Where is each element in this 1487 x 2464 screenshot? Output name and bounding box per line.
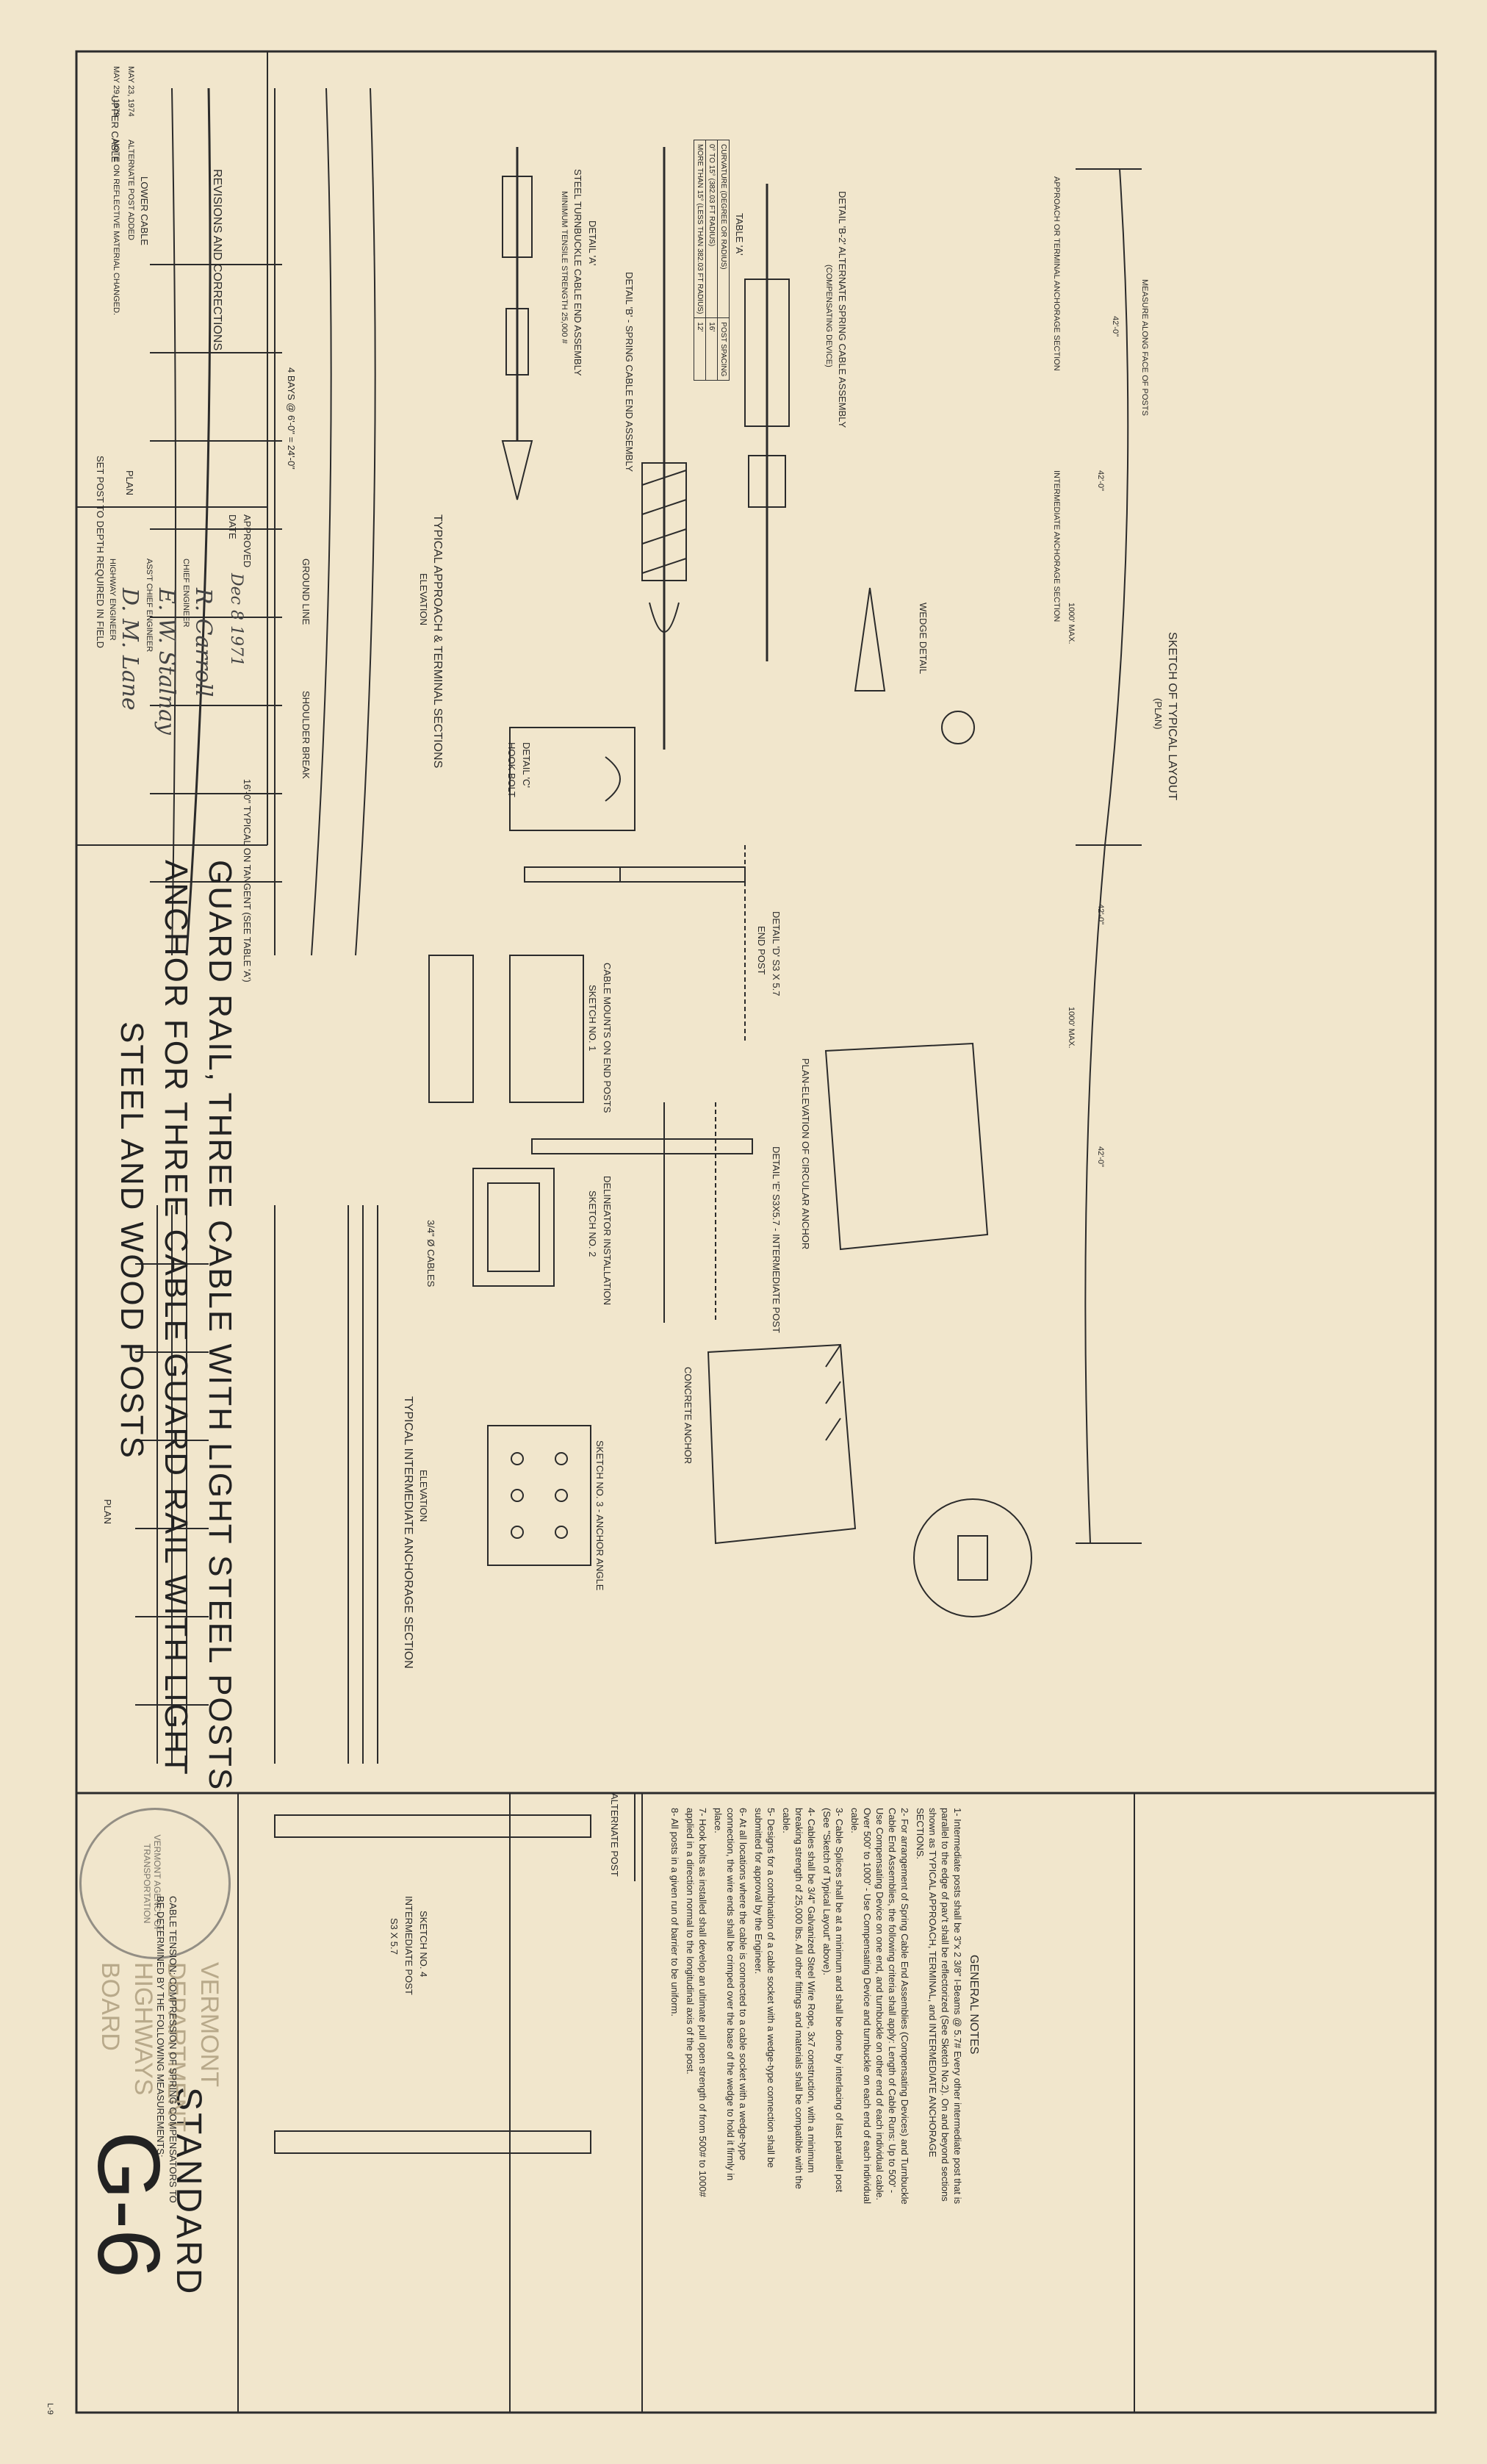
stamp-line-4: BOARD xyxy=(96,1962,124,2051)
note-item: 7- Hook bolts as installed shall develop… xyxy=(685,1808,708,2197)
table-cell: 12' xyxy=(694,317,706,381)
approach-elevation-label: ELEVATION xyxy=(418,573,429,626)
set-post-label: SET POST TO DEPTH REQUIRED IN FIELD xyxy=(95,456,106,648)
ground-line-label: GROUND LINE xyxy=(300,558,312,625)
role-1: CHIEF ENGINEER xyxy=(181,558,190,628)
general-notes: GENERAL NOTES 1- Intermediate posts shal… xyxy=(669,1808,980,2205)
sketch-2-subtitle: DELINEATOR INSTALLATION xyxy=(602,1176,613,1306)
detail-e-title: DETAIL 'E' S3X5.7 - INTERMEDIATE POST xyxy=(771,1146,782,1333)
sketch-2-title: SKETCH NO. 2 xyxy=(587,1190,598,1257)
intermediate-plan-label: PLAN xyxy=(102,1499,113,1524)
detail-c-title: DETAIL 'C' xyxy=(521,742,532,789)
circular-anchor-title: PLAN-ELEVATION OF CIRCULAR ANCHOR xyxy=(800,1058,811,1250)
date-label: DATE xyxy=(227,514,238,539)
table-header: CURVATURE (DEGREE OR RADIUS) xyxy=(717,140,730,318)
layout-dim-2: 1000' MAX. xyxy=(1067,603,1076,644)
detail-a-title: DETAIL 'A' xyxy=(587,220,598,266)
signature-3: D. M. Lane xyxy=(117,588,143,711)
layout-label-2: INTERMEDIATE ANCHORAGE SECTION xyxy=(1052,470,1061,622)
general-notes-heading: GENERAL NOTES xyxy=(968,1955,980,2055)
title-line-1: GUARD RAIL, THREE CABLE WITH LIGHT STEEL… xyxy=(202,860,238,1792)
sketch-4-subtitle-2: S3 X 5.7 xyxy=(389,1918,400,1955)
table-cell: MORE THAN 15° (LESS THAN 382.03 FT RADIU… xyxy=(694,140,706,318)
typical-layout-subtitle: (PLAN) xyxy=(1153,698,1164,730)
title-line-2: ANCHOR FOR THREE CABLE GUARD RAIL WITH L… xyxy=(158,860,194,1776)
intermediate-section-title: TYPICAL INTERMEDIATE ANCHORAGE SECTION xyxy=(402,1396,414,1669)
note-item: 2- For arrangement of Spring Cable End A… xyxy=(849,1808,910,2205)
detail-a-subtitle: STEEL TURNBUCKLE CABLE END ASSEMBLY xyxy=(572,169,583,376)
layout-label-3: MEASURE ALONG FACE OF POSTS xyxy=(1140,279,1149,416)
layout-dim-6: 42'-0" xyxy=(1096,1146,1105,1168)
intermediate-elevation-label: ELEVATION xyxy=(418,1470,429,1523)
sketch-4-subtitle: INTERMEDIATE POST xyxy=(403,1896,414,1995)
table-row: MORE THAN 15° (LESS THAN 382.03 FT RADIU… xyxy=(694,140,706,381)
alternate-post-title: ALTERNATE POST xyxy=(609,1793,620,1877)
table-row: 0° TO 15° (382.03 FT RADIUS) 16' xyxy=(705,140,718,381)
revision-1-note: ALTERNATE POST ADDED xyxy=(126,140,135,240)
title-line-3: STEEL AND WOOD POSTS xyxy=(114,1021,150,1459)
stamp-line-3: HIGHWAYS xyxy=(129,1962,157,2096)
table-header: POST SPACING xyxy=(717,317,730,381)
note-item: 3- Cable Splices shall be at a minimum a… xyxy=(821,1808,845,2193)
upper-cable-label: UPPER CABLE xyxy=(109,96,120,163)
table-cell: 16' xyxy=(705,317,718,381)
lower-cable-label: LOWER CABLE xyxy=(139,176,150,245)
stamp-line-1: VERMONT xyxy=(195,1962,223,2087)
sketch-4-title: SKETCH NO. 4 xyxy=(418,1911,429,1978)
layout-dim-3: 42'-0" xyxy=(1096,470,1105,492)
note-item: 6- At all locations where the cable is c… xyxy=(713,1808,749,2181)
revision-2-note: NOTE ON REFLECTIVE MATERIAL CHANGED. xyxy=(112,140,120,315)
approach-section-title: TYPICAL APPROACH & TERMINAL SECTIONS xyxy=(431,514,444,769)
sketch-3-title: SKETCH NO. 3 - ANCHOR ANGLE xyxy=(594,1440,605,1591)
note-item: 8- All posts in a given run of barrier t… xyxy=(669,1808,680,2016)
concrete-anchor-title: CONCRETE ANCHOR xyxy=(683,1367,694,1465)
revisions-heading: REVISIONS AND CORRECTIONS xyxy=(211,169,223,351)
detail-d-title: DETAIL 'D' S3 X 5.7 xyxy=(771,911,782,996)
sketch-1-title: SKETCH NO. 1 xyxy=(587,985,598,1052)
role-2: ASS'T CHIEF ENGINEER xyxy=(145,558,154,653)
table-cell: 0° TO 15° (382.03 FT RADIUS) xyxy=(705,140,718,318)
signature-1: R. Carroll xyxy=(190,588,216,697)
typical-layout-title: SKETCH OF TYPICAL LAYOUT xyxy=(1166,632,1178,801)
note-item: 5- Designs for a combination of a cable … xyxy=(753,1808,777,2168)
detail-c-subtitle: HOOK BOLT xyxy=(506,742,517,797)
note-item: 4- Cables shall be 3/4" Galvanized Steel… xyxy=(781,1808,817,2189)
detail-b2-subtitle: (COMPENSATING DEVICE) xyxy=(824,265,833,367)
signature-2: E. W. Stalnay xyxy=(154,588,179,735)
detail-b-title: DETAIL 'B' - SPRING CABLE END ASSEMBLY xyxy=(624,272,635,473)
approved-label: APPROVED xyxy=(242,514,253,568)
detail-a-subtitle-2: MINIMUM TENSILE STRENGTH 25,000 # xyxy=(560,191,569,344)
table-a-title: TABLE 'A' xyxy=(734,213,745,256)
detail-d-subtitle: END POST xyxy=(756,926,767,975)
date-value: Dec 8 1971 xyxy=(227,573,245,667)
layout-dim-4: 42'-0" xyxy=(1096,904,1105,925)
corner-mark: L-9 xyxy=(46,2403,54,2415)
revision-1-date: MAY 23, 1974 xyxy=(126,66,135,117)
role-3: HIGHWAY ENGINEER xyxy=(108,558,117,641)
typical-spacing-label: 16'-0" TYPICAL ON TANGENT (SEE TABLE 'A'… xyxy=(242,779,253,983)
layout-dim-1: 42'-0" xyxy=(1111,316,1120,337)
note-item: 1- Intermediate posts shall be 3"x 2 3/8… xyxy=(915,1808,963,2205)
detail-b2-title: DETAIL 'B-2' ALTERNATE SPRING CABLE ASSE… xyxy=(837,191,848,428)
shoulder-break-label: SHOULDER BREAK xyxy=(300,691,312,779)
layout-dim-5: 1000' MAX. xyxy=(1067,1007,1076,1049)
table-row: CURVATURE (DEGREE OR RADIUS) POST SPACIN… xyxy=(717,140,730,381)
cables-label: 3/4" Ø CABLES xyxy=(425,1220,436,1287)
table-a-grid: CURVATURE (DEGREE OR RADIUS) POST SPACIN… xyxy=(694,140,730,381)
sketch-1-subtitle: CABLE MOUNTS ON END POSTS xyxy=(602,963,613,1113)
table-a: TABLE 'A' CURVATURE (DEGREE OR RADIUS) P… xyxy=(694,140,745,381)
tension-note: CABLE TENSION: COMPRESSION OF SPRING COM… xyxy=(155,1896,179,2203)
spacing-label: 4 BAYS @ 6'-0" = 24'-0" xyxy=(286,367,297,470)
approach-plan-label: PLAN xyxy=(124,470,135,495)
layout-label-1: APPROACH OR TERMINAL ANCHORAGE SECTION xyxy=(1052,176,1061,371)
wedge-detail-title: WEDGE DETAIL xyxy=(918,603,929,675)
